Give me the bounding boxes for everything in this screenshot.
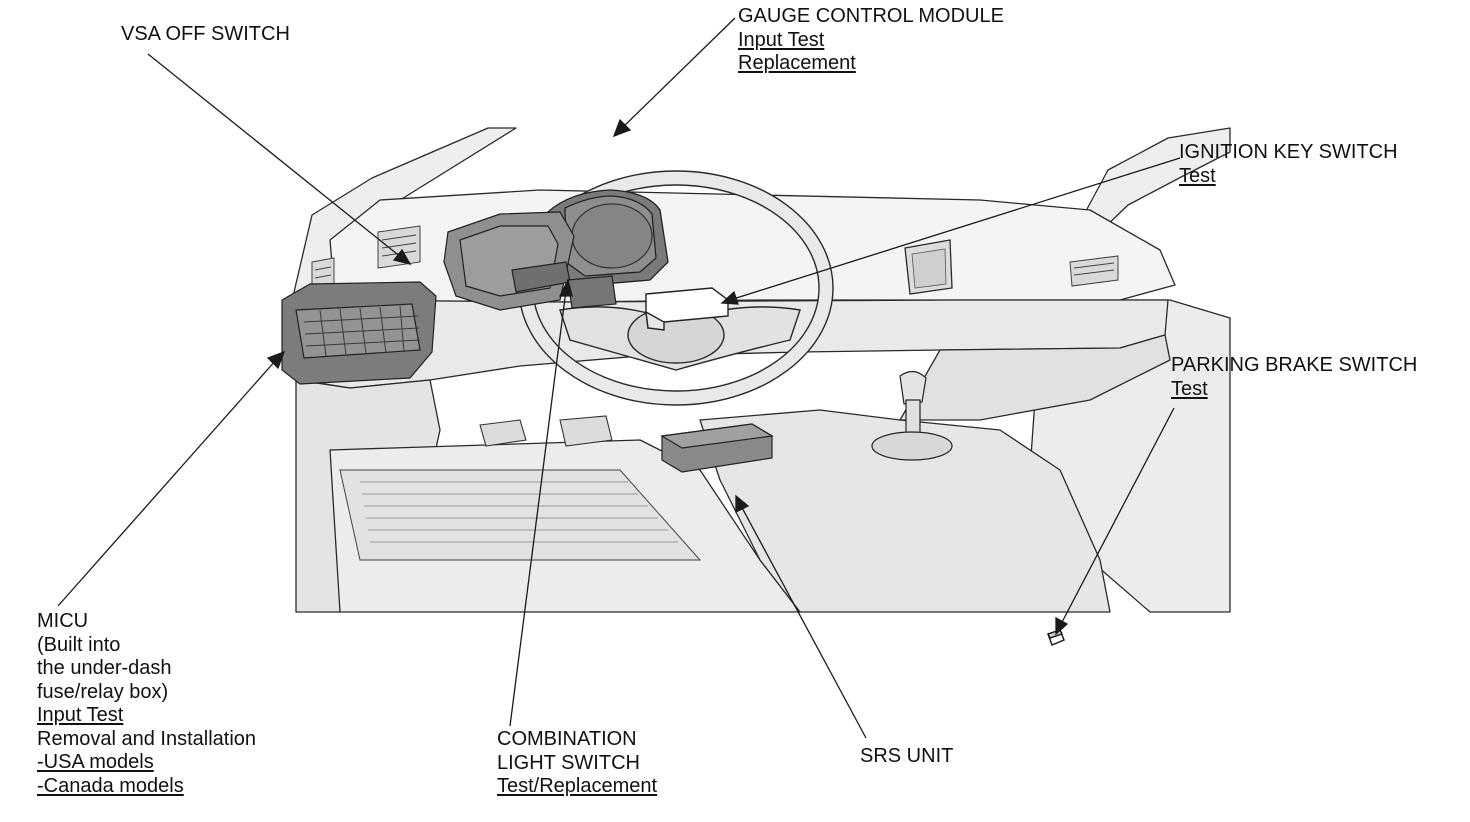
vsa-title: VSA OFF SWITCH	[121, 23, 290, 45]
gear-shifter	[871, 370, 953, 461]
arrow-vsa	[392, 248, 412, 266]
gauge-replacement-link[interactable]: Replacement	[738, 52, 856, 74]
combination-light-switch-shape	[443, 211, 617, 311]
gauge-input-test-link[interactable]: Input Test	[738, 28, 825, 51]
combination-test-replacement-link[interactable]: Test/Replacement	[497, 775, 658, 797]
arrow-gauge	[612, 118, 632, 138]
callout-vsa-off-switch: VSA OFF SWITCH	[121, 23, 290, 47]
pedals	[479, 415, 613, 447]
ignition-test-link[interactable]: Test	[1179, 164, 1216, 187]
micu-canada-models-link[interactable]: -Canada models	[37, 774, 184, 797]
callout-micu: MICU (Built into the under-dash fuse/rel…	[37, 610, 256, 798]
center-display	[904, 239, 953, 295]
ignition-title: IGNITION KEY SWITCH	[1179, 141, 1398, 163]
parking-title: PARKING BRAKE SWITCH	[1171, 354, 1418, 376]
right-air-vent	[1069, 255, 1119, 287]
callout-gauge-control-module: GAUGE CONTROL MODULE Input Test Replacem…	[738, 5, 1004, 76]
gauge-control-module-shape	[547, 189, 669, 287]
arrow-srs	[735, 494, 750, 514]
combination-line-2: LIGHT SWITCH	[497, 751, 640, 774]
leader-micu	[57, 359, 277, 607]
micu-usa-models-link[interactable]: -USA models	[37, 751, 154, 773]
micu-removal-label: Removal and Installation	[37, 727, 257, 750]
callout-parking-brake-switch: PARKING BRAKE SWITCH Test	[1171, 354, 1417, 401]
micu-line-4: fuse/relay box)	[37, 680, 169, 703]
callout-srs-unit: SRS UNIT	[860, 745, 953, 769]
arrow-ignition	[720, 290, 739, 305]
srs-unit-shape	[660, 423, 774, 473]
ignition-key-switch-shape	[645, 287, 729, 331]
arrow-combination	[558, 278, 573, 297]
micu-line-1: MICU	[37, 610, 89, 632]
micu-line-3: the under-dash	[37, 657, 172, 679]
parking-test-link[interactable]: Test	[1171, 377, 1208, 400]
leader-lines	[57, 17, 1181, 739]
micu-fuse-box-shape	[281, 281, 437, 385]
callout-ignition-key-switch: IGNITION KEY SWITCH Test	[1179, 141, 1398, 188]
leader-vsa	[147, 53, 403, 259]
dashboard-body	[287, 127, 1231, 613]
combination-line-1: COMBINATION	[497, 728, 637, 750]
leader-combination	[509, 289, 567, 727]
gauge-title: GAUGE CONTROL MODULE	[738, 5, 1004, 27]
left-air-vent	[311, 225, 421, 291]
leader-gauge	[621, 17, 736, 129]
arrow-parking	[1055, 616, 1069, 636]
floor-mat	[339, 469, 702, 561]
leader-ignition	[729, 157, 1181, 301]
leader-parking	[1059, 407, 1175, 627]
callout-combination-light-switch: COMBINATION LIGHT SWITCH Test/Replacemen…	[497, 728, 657, 799]
srs-title: SRS UNIT	[860, 745, 954, 767]
micu-line-2: (Built into	[37, 633, 121, 656]
micu-input-test-link[interactable]: Input Test	[37, 704, 124, 726]
arrow-micu	[266, 350, 286, 370]
leader-srs	[739, 503, 867, 739]
